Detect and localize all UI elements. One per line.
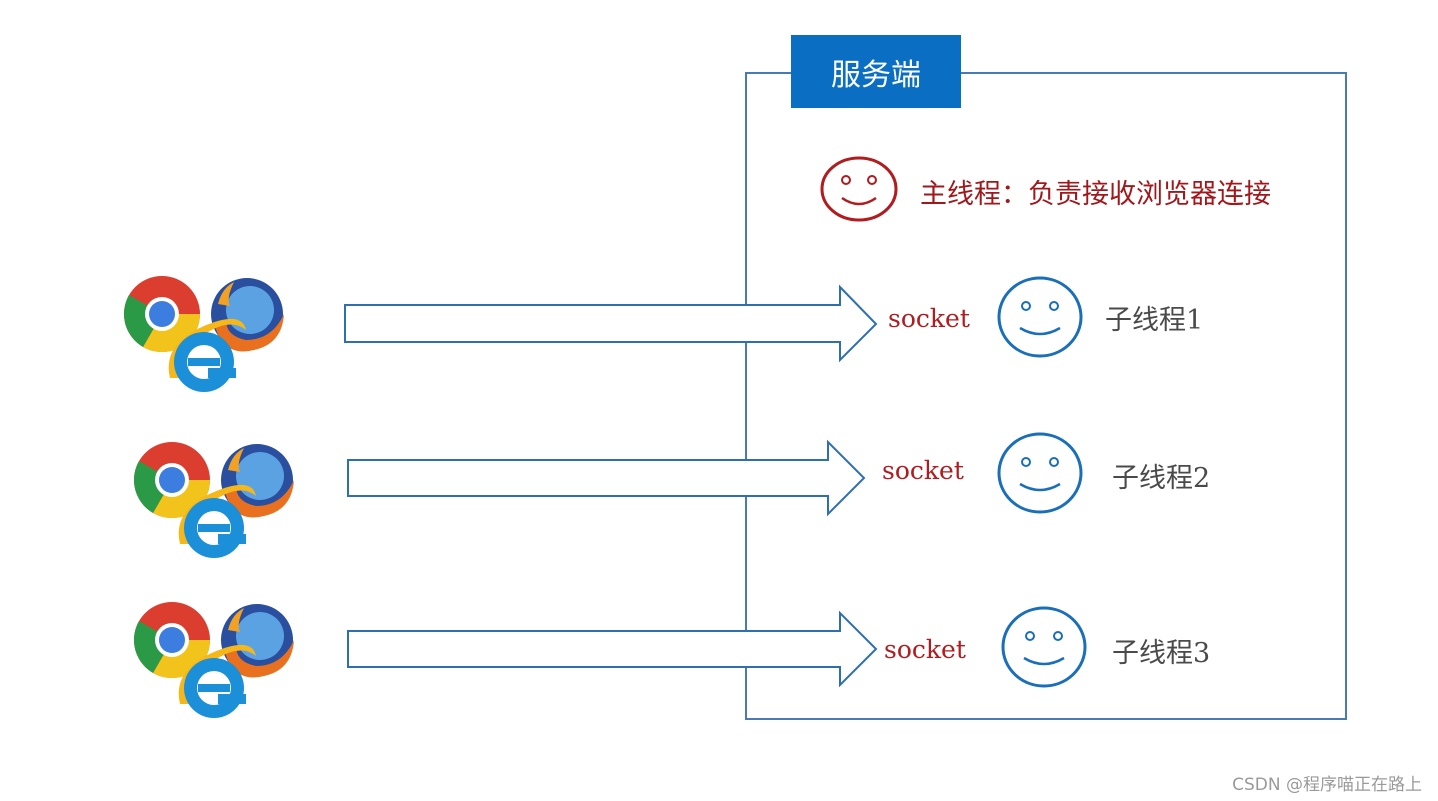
sub-thread-label-3: 子线程3 (1112, 638, 1211, 669)
firefox-icon (211, 278, 284, 352)
main-thread-label: 主线程：负责接收浏览器连接 (920, 179, 1271, 210)
sub-thread-2-smiley-icon (997, 432, 1083, 514)
browser-cluster-3 (133, 602, 294, 718)
browser-cluster-2 (133, 442, 294, 558)
server-box (745, 72, 1347, 720)
ie-icon (178, 484, 256, 558)
browser-cluster-1 (123, 276, 284, 392)
ie-icon (168, 318, 246, 392)
ie-icon (178, 644, 256, 718)
sub-thread-1-smiley-icon (997, 276, 1083, 358)
sub-thread-3-smiley-icon (1001, 606, 1087, 688)
sub-thread-label-1: 子线程1 (1105, 305, 1204, 336)
chrome-icon (133, 602, 211, 679)
main-thread-smiley-icon (820, 156, 898, 222)
watermark: CSDN @程序喵正在路上 (1232, 775, 1422, 795)
socket-label-2: socket (882, 456, 964, 485)
socket-label-3: socket (884, 635, 966, 664)
chrome-icon (123, 276, 201, 353)
server-title: 服务端 (791, 35, 961, 108)
sub-thread-label-2: 子线程2 (1112, 463, 1211, 494)
socket-label-1: socket (888, 304, 970, 333)
